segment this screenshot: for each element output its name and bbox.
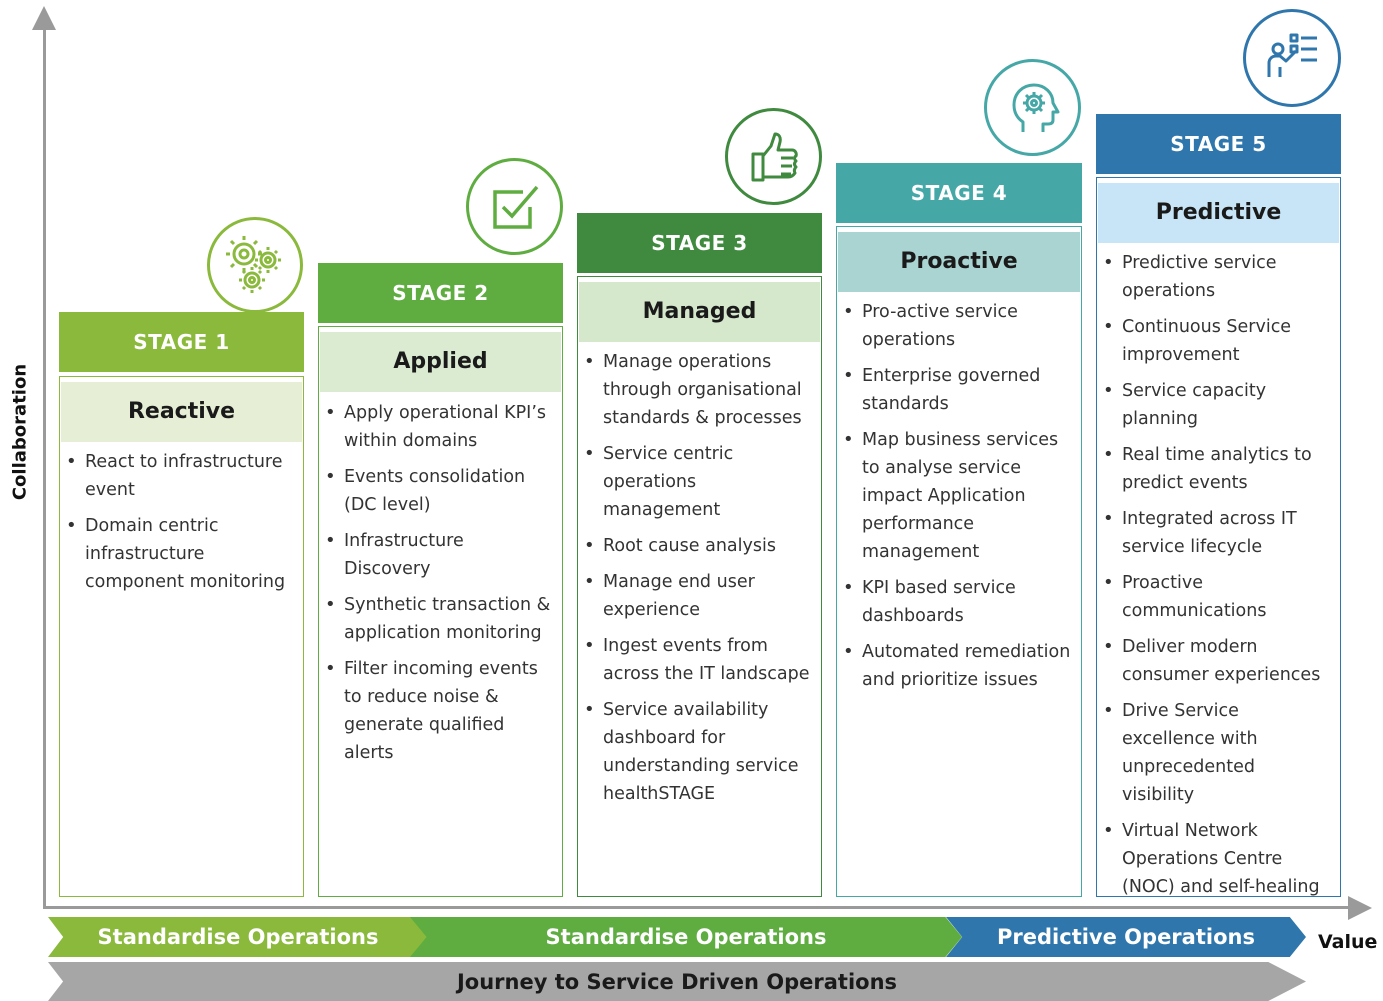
gears-icon [207,217,303,313]
stage-3-box: Managed Manage operations through organi… [577,276,822,897]
phase-label-3: Predictive Operations [997,925,1255,949]
phase-chevron-3: Predictive Operations [946,917,1306,957]
stage-4-header: STAGE 4 [836,163,1082,223]
list-item: Drive Service excellence with unpreceden… [1103,697,1332,809]
y-axis-line [43,22,46,908]
stage-5-title: Predictive [1098,183,1339,243]
stage-3-header: STAGE 3 [577,213,822,273]
checkbox-icon [466,158,563,255]
y-axis-arrow [32,6,56,30]
list-item: Deliver modern consumer experiences [1103,633,1332,689]
stage-5-header: STAGE 5 [1096,114,1341,174]
list-item: Synthetic transaction & application moni… [325,591,554,647]
list-item: Service availability dashboard for under… [584,696,813,808]
phase-label-2: Standardise Operations [545,925,827,949]
stage-1-title: Reactive [61,382,302,442]
stage-2-header: STAGE 2 [318,263,563,323]
presenter-list-icon [1243,9,1341,107]
stage-1-header: STAGE 1 [59,312,304,372]
list-item: Root cause analysis [584,532,813,560]
stage-2-bullets: Apply operational KPI’s within domains E… [319,399,562,767]
list-item: Manage end user experience [584,568,813,624]
list-item: Events consolidation (DC level) [325,463,554,519]
x-axis-label: Value [1318,931,1378,953]
head-gear-icon [984,59,1081,156]
journey-label: Journey to Service Driven Operations [456,969,898,994]
stage-5-bullets: Predictive service operations Continuous… [1097,249,1340,901]
x-axis-line [43,906,1348,909]
list-item: Real time analytics to predict events [1103,441,1332,497]
phase-chevron-1: Standardise Operations [48,917,428,957]
phase-chevron-2: Standardise Operations [410,917,962,957]
stage-4-title: Proactive [838,232,1080,292]
list-item: React to infrastructure event [66,448,295,504]
list-item: Virtual Network Operations Centre (NOC) … [1103,817,1332,901]
list-item: KPI based service dashboards [843,574,1073,630]
phase-label-1: Standardise Operations [97,925,379,949]
journey-banner: Journey to Service Driven Operations [48,962,1306,1001]
list-item: Manage operations through organisational… [584,348,813,432]
stage-1-box: Reactive React to infrastructure event D… [59,376,304,897]
list-item: Domain centric infrastructure component … [66,512,295,596]
stage-2-title: Applied [320,332,561,392]
list-item: Automated remediation and prioritize iss… [843,638,1073,694]
list-item: Filter incoming events to reduce noise &… [325,655,554,767]
stage-1-bullets: React to infrastructure event Domain cen… [60,448,303,596]
list-item: Integrated across IT service lifecycle [1103,505,1332,561]
x-axis-arrow [1348,896,1372,920]
stage-4-bullets: Pro-active service operations Enterprise… [837,298,1081,694]
list-item: Map business services to analyse service… [843,426,1073,566]
stage-3-bullets: Manage operations through organisational… [578,348,821,808]
list-item: Infrastructure Discovery [325,527,554,583]
list-item: Predictive service operations [1103,249,1332,305]
thumbs-up-icon [725,108,822,205]
y-axis-label: Collaboration [9,363,31,501]
stage-2-box: Applied Apply operational KPI’s within d… [318,326,563,897]
list-item: Enterprise governed standards [843,362,1073,418]
list-item: Ingest events from across the IT landsca… [584,632,813,688]
list-item: Proactive communications [1103,569,1332,625]
list-item: Continuous Service improvement [1103,313,1332,369]
list-item: Pro-active service operations [843,298,1073,354]
stage-4-box: Proactive Pro-active service operations … [836,226,1082,897]
stage-3-title: Managed [579,282,820,342]
list-item: Service centric operations management [584,440,813,524]
list-item: Apply operational KPI’s within domains [325,399,554,455]
stage-5-box: Predictive Predictive service operations… [1096,177,1341,897]
list-item: Service capacity planning [1103,377,1332,433]
